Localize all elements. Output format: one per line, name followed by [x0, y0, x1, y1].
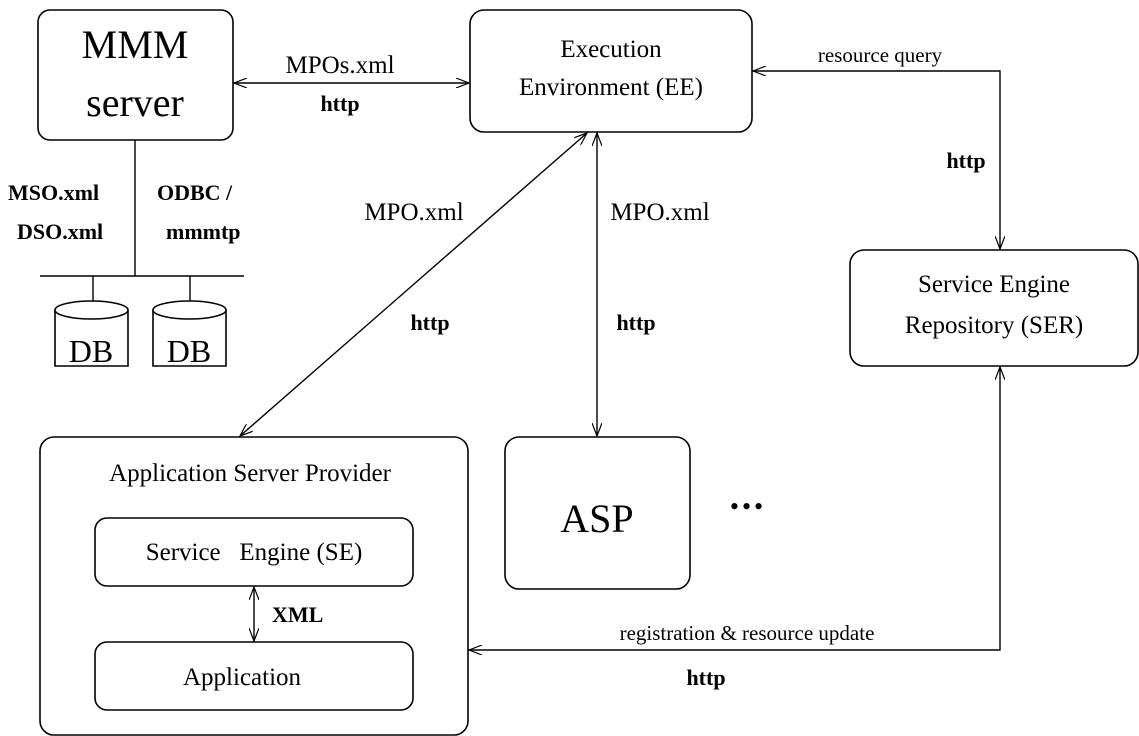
http-mmm-ee-label: http — [320, 91, 359, 116]
application-server-provider-node: Application Server Provider Service Engi… — [39, 436, 469, 736]
ser-node: Service Engine Repository (SER) — [849, 249, 1139, 367]
execution-environment-node: Execution Environment (EE) — [469, 9, 753, 133]
database-bus — [40, 140, 244, 302]
asp-node: ASP — [504, 436, 691, 590]
mmm-server-title-line1: MMM — [82, 22, 189, 67]
http-asp-label: http — [616, 310, 655, 335]
http-bottom-label: http — [686, 665, 725, 690]
registration-label: registration & resource update — [620, 621, 875, 645]
resource-query-label: resource query — [818, 43, 943, 67]
ellipsis: ••• — [730, 492, 766, 521]
odbc-label: ODBC / — [157, 180, 233, 205]
db-label: DB — [167, 333, 211, 369]
registration-arrow — [469, 367, 1000, 650]
db-label: DB — [69, 333, 113, 369]
ee-title-line2: Environment (EE) — [519, 74, 703, 101]
ee-title-line1: Execution — [560, 36, 662, 63]
mpo-xml-left-label: MPO.xml — [364, 199, 463, 226]
xml-label: XML — [272, 602, 323, 627]
ser-title-line2: Repository (SER) — [905, 312, 1083, 339]
database-cylinder: DB — [152, 300, 227, 369]
http-diagonal-label: http — [410, 310, 449, 335]
application-node: Application — [94, 641, 414, 711]
mpos-xml-label: MPOs.xml — [285, 52, 394, 79]
mpo-xml-right-label: MPO.xml — [610, 199, 709, 226]
mso-xml-label: MSO.xml — [8, 180, 99, 205]
service-engine-label: Service Engine (SE) — [146, 539, 363, 566]
mmm-server-node: MMM server — [37, 9, 234, 141]
http-ser-label: http — [946, 148, 985, 173]
asp-provider-title: Application Server Provider — [109, 460, 392, 487]
asp-label: ASP — [560, 496, 633, 541]
service-engine-node: Service Engine (SE) — [94, 517, 414, 587]
dso-xml-label: DSO.xml — [17, 219, 103, 244]
mmmtp-label: mmmtp — [166, 219, 241, 244]
ee-ser-arrow — [753, 71, 1000, 249]
ser-title-line1: Service Engine — [918, 271, 1070, 298]
mmm-server-title-line2: server — [86, 80, 184, 125]
ee-asp-provider-arrow — [240, 133, 587, 436]
application-label: Application — [183, 664, 302, 691]
database-cylinder: DB — [54, 300, 129, 369]
